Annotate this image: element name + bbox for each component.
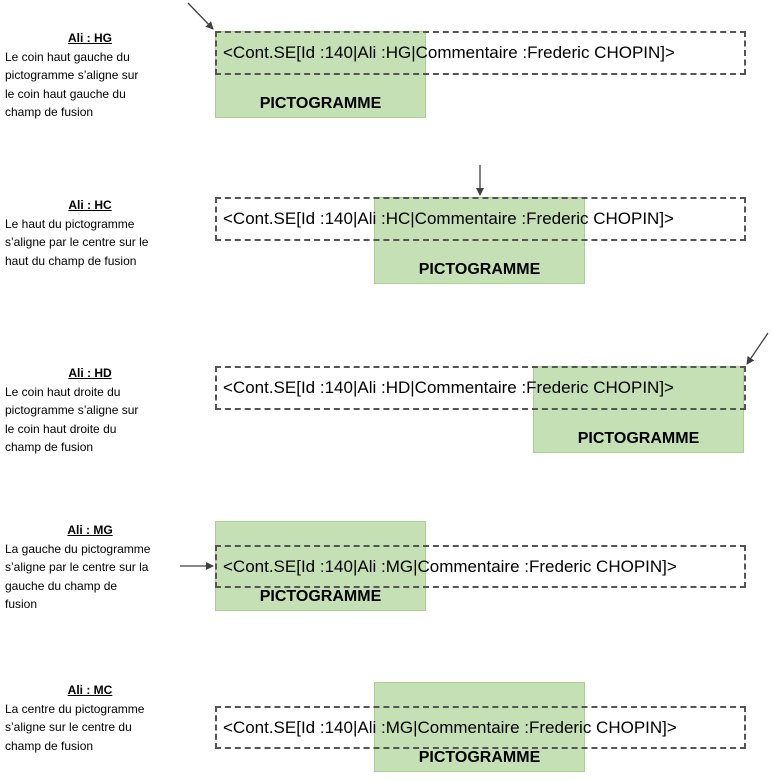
desc-line: Le haut du pictogramme bbox=[5, 216, 135, 231]
description-mc: Ali : MC La centre du pictogramme s’alig… bbox=[5, 681, 180, 755]
desc-line: le coin haut gauche du bbox=[5, 86, 126, 101]
desc-line: champ de fusion bbox=[5, 105, 94, 119]
field-text: <Cont.SE[Id :140|Ali :HG|Commentaire :Fr… bbox=[223, 43, 675, 62]
picto-label: PICTOGRAMME bbox=[259, 95, 382, 112]
desc-line: s’aligne par le centre sur la bbox=[5, 560, 149, 574]
desc-line: champ de fusion bbox=[5, 440, 94, 454]
desc-line: champ de fusion bbox=[5, 738, 94, 753]
merge-field-hg: <Cont.SE[Id :140|Ali :HG|Commentaire :Fr… bbox=[215, 31, 746, 75]
arrow-hg-icon bbox=[187, 2, 214, 30]
merge-field-mc: <Cont.SE[Id :140|Ali :MG|Commentaire :Fr… bbox=[215, 706, 746, 749]
picto-label: PICTOGRAMME bbox=[418, 749, 541, 766]
desc-line: Le coin haut gauche du bbox=[5, 49, 130, 64]
desc-line: gauche du champ de bbox=[5, 578, 118, 593]
title-hg: Ali : HG bbox=[68, 31, 112, 45]
desc-line: pictogramme s’aligne sur bbox=[5, 403, 139, 417]
picto-label: PICTOGRAMME bbox=[418, 261, 541, 278]
desc-line: s’aligne sur le centre du bbox=[5, 720, 132, 734]
merge-field-hd: <Cont.SE[Id :140|Ali :HD|Commentaire :Fr… bbox=[215, 366, 746, 410]
field-text: <Cont.SE[Id :140|Ali :HC|Commentaire :Fr… bbox=[223, 209, 674, 228]
desc-line: Le coin haut droite du bbox=[5, 384, 121, 399]
title-mc: Ali : MC bbox=[67, 683, 113, 697]
description-hd: Ali : HD Le coin haut droite du pictogra… bbox=[5, 364, 180, 457]
desc-line: pictogramme s’aligne sur bbox=[5, 68, 139, 82]
picto-label: PICTOGRAMME bbox=[259, 588, 382, 605]
desc-line: La gauche du pictogramme bbox=[5, 541, 151, 556]
merge-field-hc: <Cont.SE[Id :140|Ali :HC|Commentaire :Fr… bbox=[215, 197, 746, 241]
description-hc: Ali : HC Le haut du pictogramme s’aligne… bbox=[5, 196, 180, 270]
desc-line: fusion bbox=[5, 597, 38, 611]
pictogramme-box-mc: PICTOGRAMME bbox=[374, 682, 585, 772]
field-text: <Cont.SE[Id :140|Ali :HD|Commentaire :Fr… bbox=[223, 378, 674, 397]
desc-line: La centre du pictogramme bbox=[5, 701, 145, 716]
merge-field-mg: <Cont.SE[Id :140|Ali :MG|Commentaire :Fr… bbox=[215, 545, 746, 588]
field-text: <Cont.SE[Id :140|Ali :MG|Commentaire :Fr… bbox=[223, 717, 677, 737]
picto-label: PICTOGRAMME bbox=[577, 430, 700, 447]
arrow-hd-icon bbox=[746, 332, 769, 365]
pictogramme-box-mg: PICTOGRAMME bbox=[215, 521, 426, 611]
title-mg: Ali : MG bbox=[67, 523, 113, 537]
desc-line: s’aligne par le centre sur le bbox=[5, 235, 149, 249]
title-hd: Ali : HD bbox=[68, 366, 112, 380]
description-mg: Ali : MG La gauche du pictogramme s’alig… bbox=[5, 521, 180, 614]
field-text: <Cont.SE[Id :140|Ali :MG|Commentaire :Fr… bbox=[223, 556, 677, 576]
desc-line: le coin haut droite du bbox=[5, 421, 117, 436]
title-hc: Ali : HC bbox=[68, 198, 112, 212]
description-hg: Ali : HG Le coin haut gauche du pictogra… bbox=[5, 29, 180, 122]
desc-line: haut du champ de fusion bbox=[5, 253, 137, 268]
